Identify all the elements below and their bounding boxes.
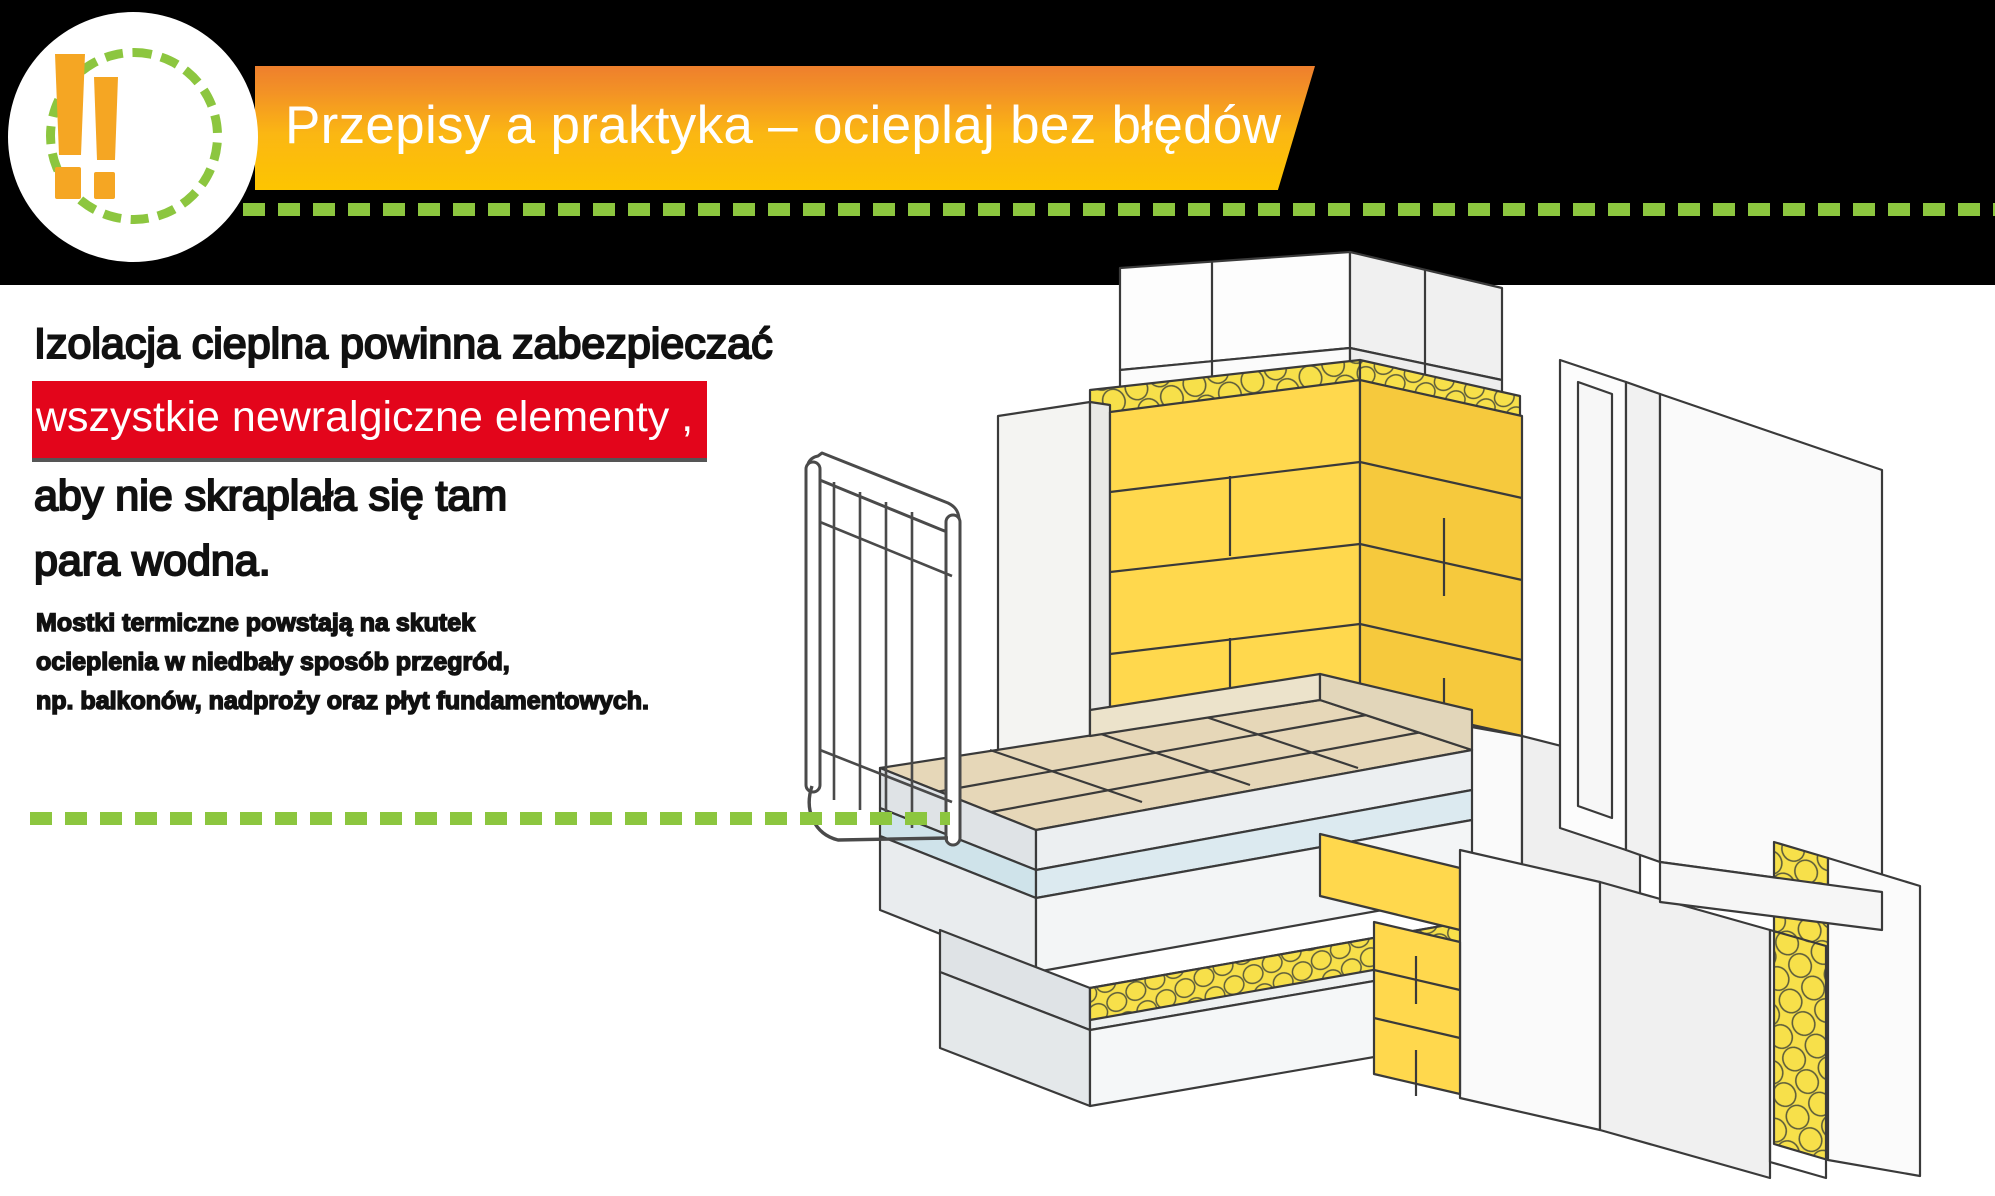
paragraph-line-3: np. balkonów, nadproży oraz płyt fundame… <box>35 686 650 716</box>
headline-block: Izolacja cieplna powinna zabezpieczać ws… <box>32 312 824 594</box>
lower-pier <box>1372 848 1772 1180</box>
balustrade-railing <box>804 451 962 847</box>
wall-right-return <box>1658 392 1884 894</box>
page-title: Przepisy a praktyka – ocieplaj bez błędó… <box>285 96 1282 155</box>
dashed-rule-bottom <box>30 812 950 825</box>
balcony-cross-section-drawing <box>804 250 1922 1180</box>
facade-render <box>996 400 1112 766</box>
illustration-balcony-section <box>760 230 1995 1196</box>
header-banner <box>255 66 1315 190</box>
paragraph-line-2: ocieplenia w niedbały sposób przegród, <box>35 647 510 677</box>
double-exclamation-icon <box>55 54 118 199</box>
paragraph-block: Mostki termiczne powstają na skutek ocie… <box>35 604 676 721</box>
headline-highlight-row: wszystkie newralgiczne elementy , <box>32 381 824 458</box>
right-facade-panel <box>1658 856 1922 1178</box>
headline-line-1: Izolacja cieplna powinna zabezpieczać <box>33 319 774 369</box>
badge-dashed-ring <box>46 48 222 224</box>
headline-highlight: wszystkie newralgiczne elementy , <box>32 381 708 458</box>
headline-line-3: aby nie skraplała się tam <box>33 471 508 521</box>
headline-line-4: para wodna. <box>33 536 272 586</box>
eps-insulation-boards <box>1108 378 1524 758</box>
dashed-rule-top <box>243 203 1995 216</box>
window-jamb <box>1558 358 1662 864</box>
paragraph-line-1: Mostki termiczne powstają na skutek <box>35 608 476 638</box>
